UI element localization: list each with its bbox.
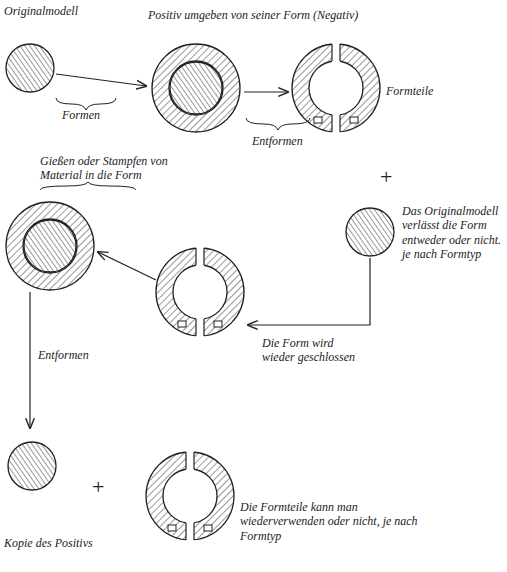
handwritten-note: Originalmodell: [4, 4, 94, 18]
split-mold: [156, 245, 244, 339]
filled-mold: [6, 202, 94, 290]
original-model: [6, 44, 54, 92]
brace: [246, 118, 310, 130]
handwritten-note: Gießen oder Stampfen von Material in die…: [40, 154, 180, 183]
handwritten-note: Die Form wird wieder geschlossen: [262, 336, 362, 365]
handwritten-note: Kopie des Positivs: [4, 536, 144, 550]
handwritten-note: Formteile: [386, 84, 466, 98]
process-arrow: [248, 258, 370, 325]
handwritten-note: Das Originalmodell verlässt die Form ent…: [402, 204, 502, 262]
process-arrow: [244, 91, 288, 92]
copy-model: [8, 442, 56, 490]
split-mold: [146, 449, 234, 543]
brace: [40, 182, 136, 190]
process-arrow: [29, 292, 30, 428]
handwritten-note: Entformen: [38, 348, 118, 362]
original-model: [346, 208, 394, 256]
positive-in-mold: [152, 44, 240, 132]
plus-sign: +: [380, 166, 400, 188]
split-mold: [292, 41, 380, 135]
handwritten-note: Positiv umgeben von seiner Form (Negativ…: [148, 8, 408, 22]
handwritten-note: Die Formteile kann man wiederverwenden o…: [240, 500, 440, 543]
process-arrow: [56, 74, 146, 86]
handwritten-note: Entformen: [252, 134, 332, 148]
handwritten-note: Formen: [62, 108, 122, 122]
plus-sign: +: [92, 476, 112, 498]
process-arrow: [98, 252, 156, 280]
